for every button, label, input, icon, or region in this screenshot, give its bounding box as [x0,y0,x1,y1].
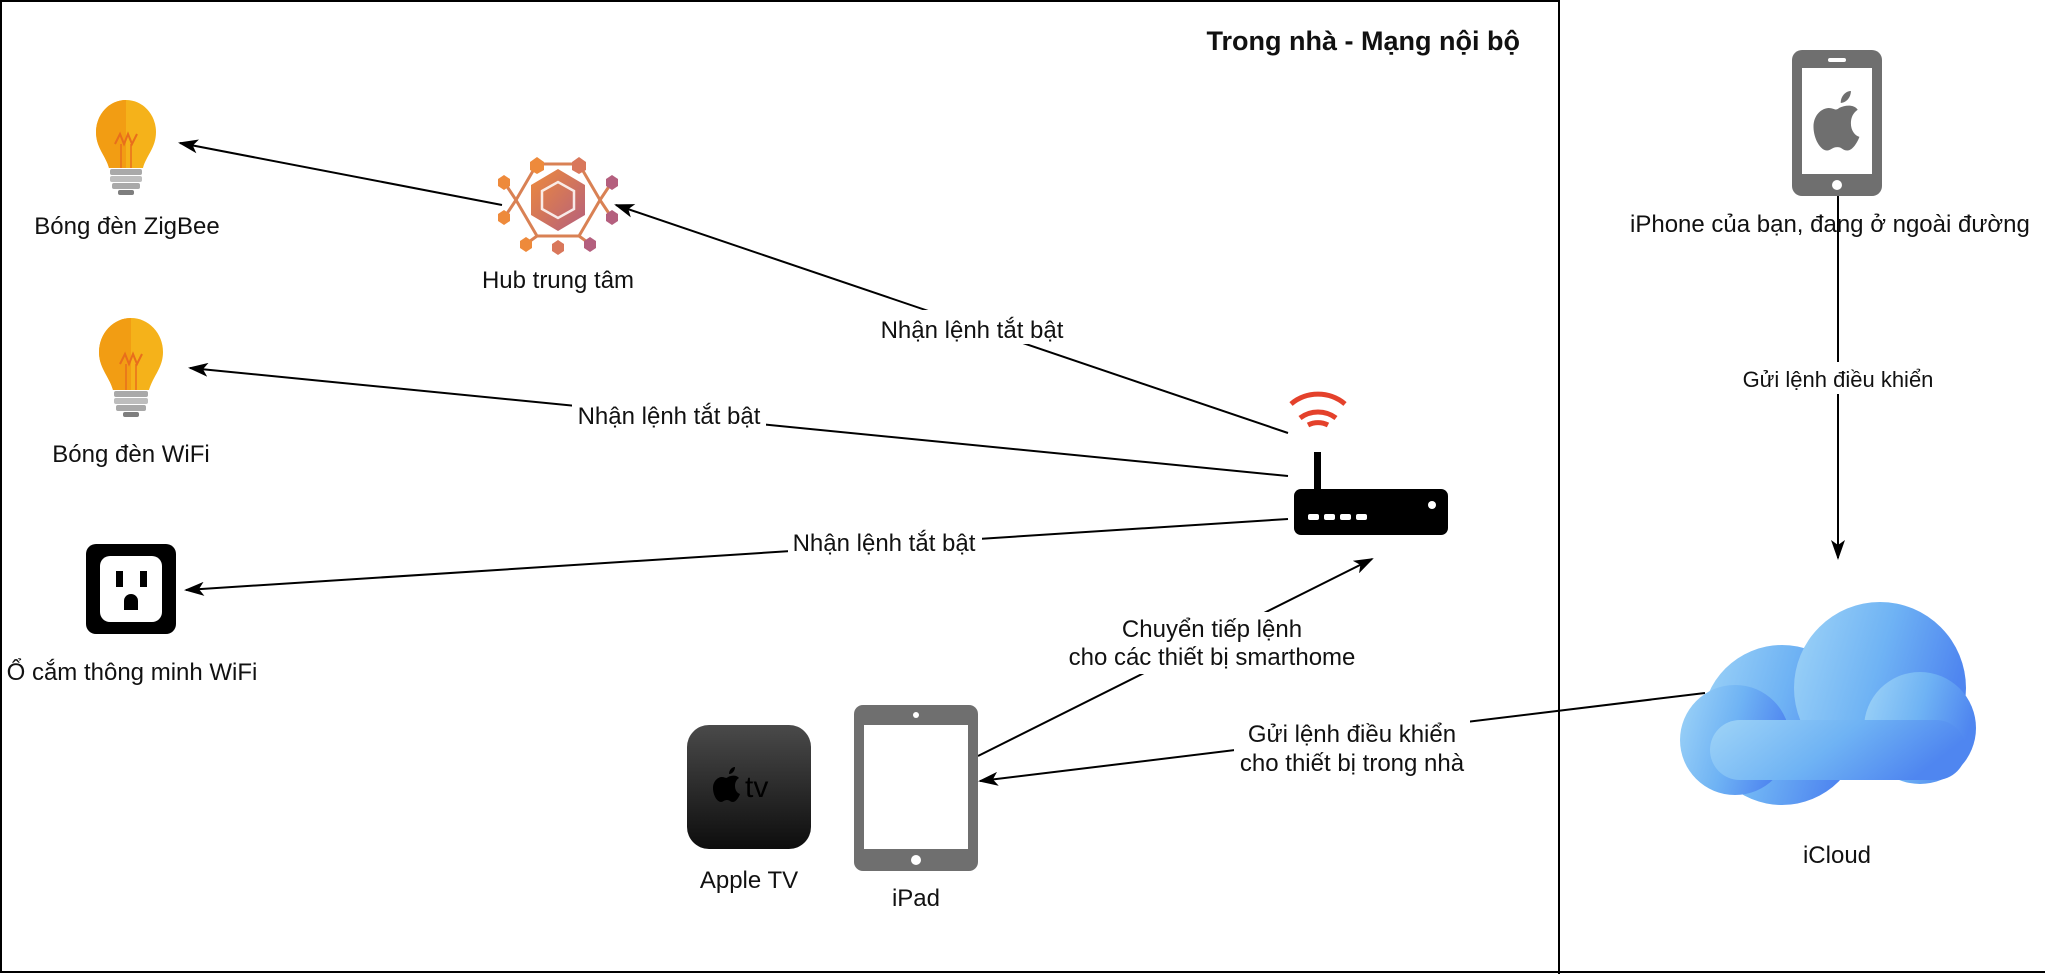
edge-label-router-hub: Nhận lệnh tắt bật [881,317,1064,344]
hub-node: Hub trung tâm [482,157,634,294]
edge-labels: Nhận lệnh tắt bật Nhận lệnh tắt bật Nhận… [572,310,1946,780]
apple-tv-node: tv Apple TV [687,725,811,894]
edge-label-icloud-ipad-line2: cho thiết bị trong nhà [1240,750,1465,777]
edge-label-ipad-router-line1: Chuyển tiếp lệnh [1122,616,1302,643]
edge-label-icloud-ipad-line1: Gửi lệnh điều khiển [1248,721,1456,748]
iphone-icon [1792,50,1882,196]
smart-plug-node: Ổ cắm thông minh WiFi [7,544,258,686]
edge-label-ipad-router-line2: cho các thiết bị smarthome [1069,644,1356,671]
wifi-bulb-label: Bóng đèn WiFi [52,441,209,468]
power-outlet-icon [86,544,176,634]
apple-tv-badge: tv [745,771,768,804]
edges [178,139,1845,786]
wifi-bulb-node: Bóng đèn WiFi [52,318,210,468]
edge-hub-to-zigbee-bulb [178,139,503,206]
ipad-node: iPad [854,705,978,912]
lightbulb-icon [99,318,163,417]
iphone-node: iPhone của bạn, đang ở ngoài đường [1630,50,2030,238]
edge-label-router-wifi-bulb: Nhận lệnh tắt bật [578,403,761,430]
apple-tv-label: Apple TV [700,867,798,894]
hub-label: Hub trung tâm [482,267,634,294]
icloud-node: iCloud [1680,602,1976,869]
apple-tv-icon: tv [687,725,811,849]
zigbee-bulb-node: Bóng đèn ZigBee [34,100,220,240]
apple-logo-icon [713,767,740,802]
wifi-router-icon [1289,391,1448,535]
region-title: Trong nhà - Mạng nội bộ [1207,26,1520,56]
iphone-label: iPhone của bạn, đang ở ngoài đường [1630,211,2030,238]
smart-plug-label: Ổ cắm thông minh WiFi [7,658,258,686]
edge-router-to-plug [184,518,1289,596]
router-node [1289,391,1448,535]
ipad-label: iPad [892,885,940,912]
hub-hexagon-icon [498,157,618,255]
apple-logo-icon [1813,91,1860,151]
icloud-label: iCloud [1803,842,1871,869]
cloud-icon [1680,602,1976,805]
zigbee-bulb-label: Bóng đèn ZigBee [34,213,219,240]
lightbulb-icon [96,100,156,195]
edge-label-iphone-icloud: Gửi lệnh điều khiển [1743,367,1934,392]
edge-label-router-plug: Nhận lệnh tắt bật [793,530,976,557]
ipad-icon [854,705,978,871]
